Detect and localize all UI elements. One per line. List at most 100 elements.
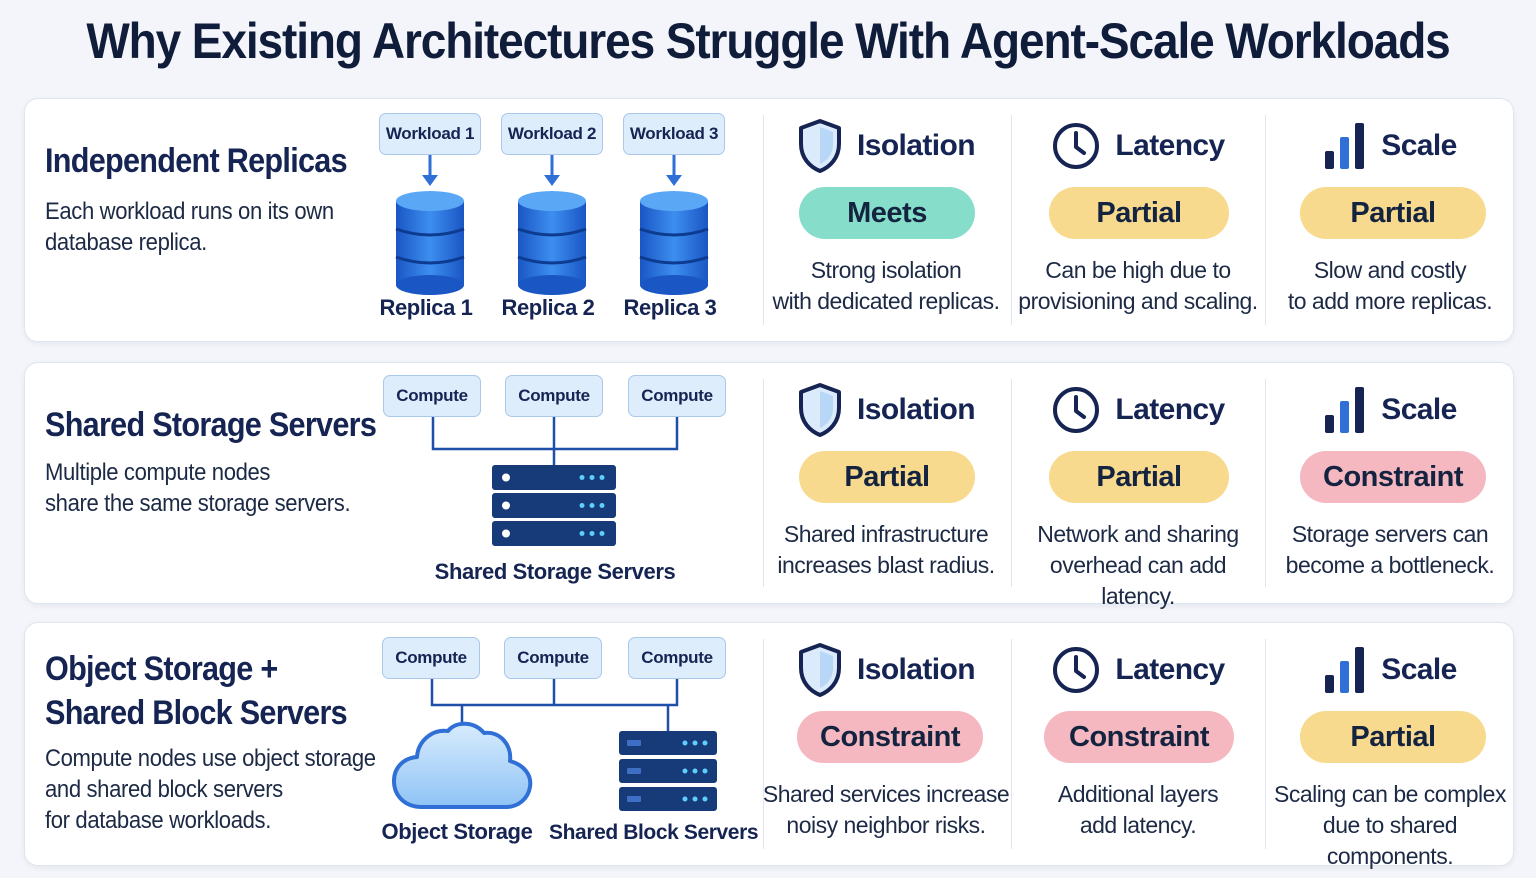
- metric-title: Latency: [1115, 653, 1225, 686]
- arrow-down-icon: [666, 155, 682, 186]
- compute-box: Compute: [628, 637, 726, 679]
- connector-lines: [430, 679, 679, 731]
- shield-icon: [799, 383, 842, 437]
- metric-description: Scaling can be complex due to shared com…: [1265, 779, 1515, 872]
- metric-header: Isolation: [761, 639, 1011, 701]
- architecture-description: Multiple compute nodes share the same st…: [45, 457, 351, 519]
- metric-header: Latency: [1013, 639, 1263, 701]
- compute-box: Compute: [628, 375, 726, 417]
- metric-header: Latency: [1013, 379, 1263, 441]
- metric-title: Scale: [1381, 129, 1457, 162]
- description-line: Additional layers: [1057, 781, 1219, 807]
- bar-chart-icon: [1325, 387, 1365, 433]
- workload-box: Workload 1: [379, 113, 481, 155]
- compute-box: Compute: [383, 375, 481, 417]
- architecture-row-object-storage-block: Object Storage + Shared Block Servers Co…: [24, 622, 1514, 869]
- server-rack-icon: [619, 731, 717, 811]
- metric-title: Scale: [1381, 653, 1457, 686]
- compute-box: Compute: [504, 637, 602, 679]
- metric-header: Isolation: [761, 379, 1011, 441]
- metric-latency: Latency Constraint Additional layers add…: [1013, 623, 1263, 865]
- metric-description: Shared infrastructure increases blast ra…: [761, 519, 1011, 581]
- architecture-row-independent-replicas: Independent Replicas Each workload runs …: [24, 98, 1514, 342]
- shield-icon: [799, 119, 842, 173]
- database-icon: [517, 191, 587, 295]
- column-divider: [763, 115, 764, 325]
- description-line: overhead can add latency.: [1049, 552, 1227, 609]
- column-divider: [763, 639, 764, 849]
- rating-badge: Constraint: [1044, 711, 1234, 763]
- metric-title: Isolation: [857, 653, 976, 686]
- architecture-name-line: Independent Replicas: [45, 142, 348, 180]
- description-line: due to shared components.: [1322, 812, 1458, 869]
- description-line: increases blast radius.: [777, 552, 995, 578]
- metric-description: Can be high due to provisioning and scal…: [1013, 255, 1263, 317]
- database-icon: [639, 191, 709, 295]
- description-line: Compute nodes use object storage: [45, 745, 376, 772]
- architecture-name-line: Shared Block Servers: [45, 694, 348, 732]
- architecture-name-line: Shared Storage Servers: [45, 406, 377, 444]
- rating-badge: Partial: [799, 451, 975, 503]
- description-line: Slow and costly: [1313, 257, 1467, 283]
- architecture-name: Shared Storage Servers: [45, 403, 377, 447]
- metric-title: Latency: [1115, 393, 1225, 426]
- metric-header: Scale: [1265, 115, 1515, 177]
- replica-diagram: [395, 155, 709, 295]
- metric-title: Latency: [1115, 129, 1225, 162]
- column-divider: [1265, 379, 1266, 587]
- architecture-name-line: Object Storage +: [45, 650, 278, 688]
- rating-badge: Constraint: [1300, 451, 1486, 503]
- description-line: Network and sharing: [1037, 521, 1239, 547]
- metric-isolation: Isolation Constraint Shared services inc…: [761, 623, 1011, 865]
- metric-header: Latency: [1013, 115, 1263, 177]
- compute-box: Compute: [505, 375, 603, 417]
- architecture-name: Independent Replicas: [45, 139, 348, 183]
- architecture-name: Object Storage + Shared Block Servers: [45, 647, 348, 735]
- server-rack-icon: [492, 465, 616, 546]
- connector-lines: [431, 417, 679, 465]
- metric-latency: Latency Partial Can be high due to provi…: [1013, 99, 1263, 341]
- description-line: Storage servers can: [1291, 521, 1489, 547]
- metric-scale: Scale Partial Slow and costly to add mor…: [1265, 99, 1515, 341]
- metric-latency: Latency Partial Network and sharing over…: [1013, 363, 1263, 609]
- metric-description: Storage servers can become a bottleneck.: [1265, 519, 1515, 581]
- replica-label: Replica 1: [379, 295, 473, 320]
- description-line: become a bottleneck.: [1285, 552, 1495, 578]
- description-line: add latency.: [1079, 812, 1197, 838]
- column-divider: [1011, 639, 1012, 849]
- description-line: share the same storage servers.: [45, 490, 351, 517]
- description-line: Shared services increase: [762, 781, 1010, 807]
- shared-storage-diagram: [431, 417, 679, 546]
- clock-icon: [1053, 123, 1100, 169]
- arrow-down-icon: [422, 155, 438, 186]
- description-line: Multiple compute nodes: [45, 459, 271, 486]
- description-line: provisioning and scaling.: [1018, 288, 1258, 314]
- metric-title: Scale: [1381, 393, 1457, 426]
- object-storage-label: Object Storage: [381, 819, 533, 844]
- architecture-description: Compute nodes use object storage and sha…: [45, 743, 376, 836]
- column-divider: [1011, 115, 1012, 325]
- rating-badge: Partial: [1300, 187, 1486, 239]
- clock-icon: [1053, 387, 1100, 433]
- bar-chart-icon: [1325, 123, 1365, 169]
- description-line: Strong isolation: [810, 257, 962, 283]
- description-line: Scaling can be complex: [1274, 781, 1506, 807]
- metric-header: Scale: [1265, 379, 1515, 441]
- column-divider: [1265, 115, 1266, 325]
- compute-box: Compute: [382, 637, 480, 679]
- shield-icon: [799, 643, 842, 697]
- description-line: with dedicated replicas.: [772, 288, 1000, 314]
- description-line: and shared block servers: [45, 776, 283, 803]
- metric-description: Network and sharing overhead can add lat…: [1013, 519, 1263, 612]
- metric-description: Slow and costly to add more replicas.: [1265, 255, 1515, 317]
- metric-title: Isolation: [857, 393, 976, 426]
- metric-isolation: Isolation Partial Shared infrastructure …: [761, 363, 1011, 603]
- storage-label: Shared Storage Servers: [434, 559, 676, 584]
- description-line: Each workload runs on its own: [45, 198, 334, 225]
- column-divider: [1011, 379, 1012, 587]
- description-line: Shared infrastructure: [783, 521, 989, 547]
- metric-isolation: Isolation Meets Strong isolation with de…: [761, 99, 1011, 341]
- page-title: Why Existing Architectures Struggle With…: [86, 13, 1450, 69]
- rating-badge: Meets: [799, 187, 975, 239]
- column-divider: [1265, 639, 1266, 849]
